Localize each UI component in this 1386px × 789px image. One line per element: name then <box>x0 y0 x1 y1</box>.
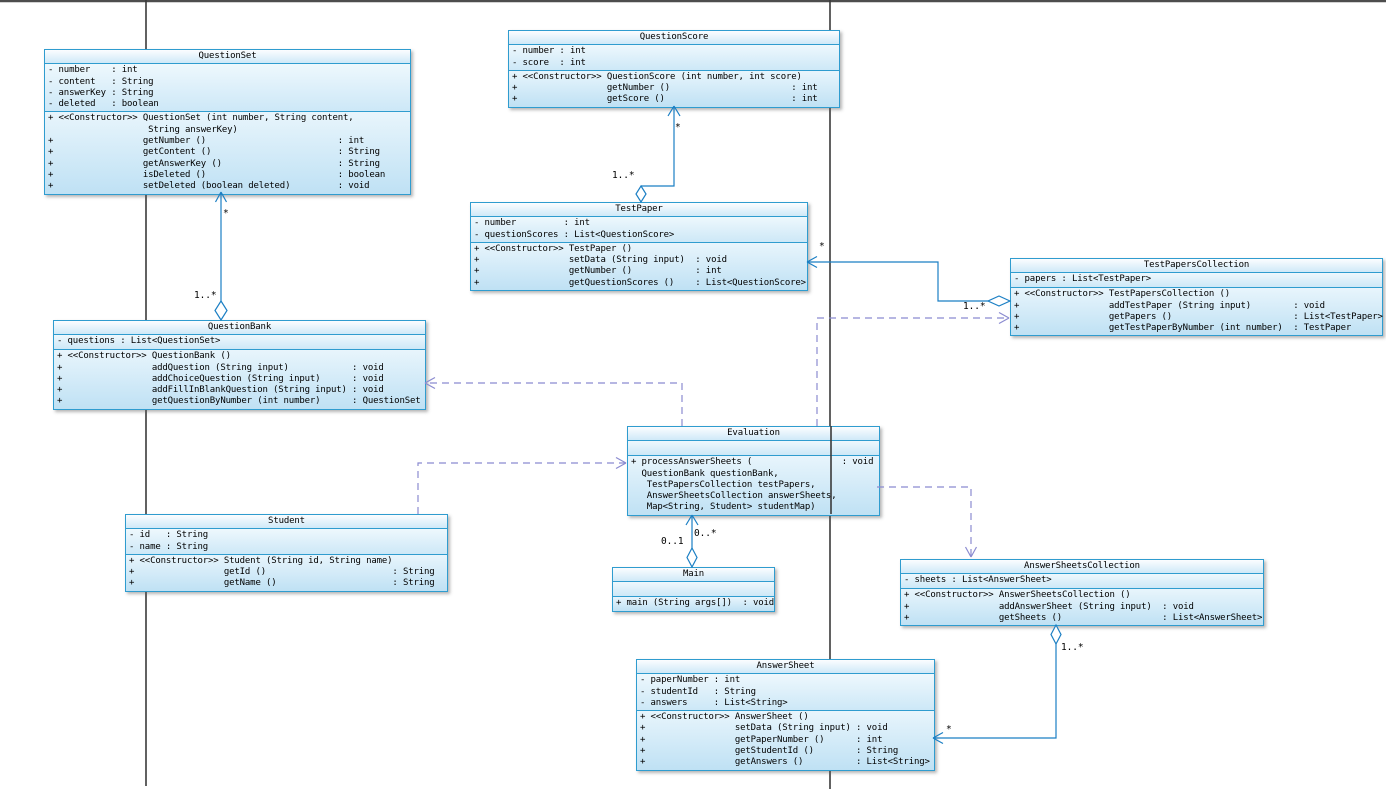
class-attributes: - number : int- score : int <box>509 45 839 71</box>
method-line: + getQuestionByNumber (int number) : Que… <box>57 396 421 407</box>
class-methods: + main (String args[]) : void <box>613 597 775 612</box>
method-line: + getTestPaperByNumber (int number) : Te… <box>1014 323 1352 334</box>
class-name: TestPaper <box>471 203 807 218</box>
class-attributes: - papers : List<TestPaper> <box>1011 273 1382 289</box>
class-attributes: - sheets : List<AnswerSheet> <box>901 574 1263 590</box>
method-line: + <<Constructor>> QuestionSet (int numbe… <box>48 113 354 124</box>
attribute-line: - name : String <box>129 541 209 552</box>
method-line: + <<Constructor>> AnswerSheet () <box>640 712 809 723</box>
method-line: + processAnswerSheets ( : void <box>631 457 874 468</box>
class-QuestionSet[interactable]: QuestionSet - number : int- content : St… <box>44 49 411 195</box>
class-name: Main <box>613 568 774 583</box>
class-QuestionBank[interactable]: QuestionBank - questions : List<Question… <box>53 320 426 410</box>
attribute-line: - id : String <box>129 530 209 541</box>
method-line: + getAnswers () : List<String> <box>640 757 930 768</box>
class-Main[interactable]: Main + main (String args[]) : void <box>612 567 775 613</box>
class-AnswerSheetsCollection[interactable]: AnswerSheetsCollection - sheets : List<A… <box>900 559 1264 627</box>
class-name: AnswerSheet <box>637 660 934 675</box>
class-name: TestPapersCollection <box>1011 259 1382 274</box>
method-line: + main (String args[]) : void <box>616 598 775 609</box>
class-methods: + <<Constructor>> AnswerSheet ()+ setDat… <box>637 711 934 770</box>
method-line: + getNumber () : int <box>512 83 818 94</box>
class-attributes <box>613 582 774 598</box>
class-name: Evaluation <box>628 427 879 442</box>
method-line: + addTestPaper (String input) : void <box>1014 300 1325 311</box>
class-TestPaper[interactable]: TestPaper - number : int- questionScores… <box>470 202 808 292</box>
attribute-line: - score : int <box>512 57 586 68</box>
method-line: + <<Constructor>> TestPaper () <box>474 243 633 254</box>
method-line: Map<String, Student> studentMap) <box>631 502 816 513</box>
class-methods: + <<Constructor>> QuestionScore (int num… <box>509 70 839 107</box>
method-line: + addFillInBlankQuestion (String input) … <box>57 385 384 396</box>
class-attributes: - number : int- questionScores : List<Qu… <box>471 217 807 243</box>
attribute-line: - questions : List<QuestionSet> <box>57 336 221 347</box>
method-line: String answerKey) <box>48 124 238 135</box>
attribute-line: - content : String <box>48 76 154 87</box>
class-attributes: - id : String- name : String <box>126 529 447 555</box>
method-line: + getSheets () : List<AnswerSheet> <box>904 612 1263 623</box>
method-line: + <<Constructor>> Student (String id, St… <box>129 555 393 566</box>
method-line: + getPaperNumber () : int <box>640 734 883 745</box>
class-name: QuestionScore <box>509 31 839 46</box>
attribute-line: - answerKey : String <box>48 87 154 98</box>
class-methods: + <<Constructor>> TestPaper ()+ setData … <box>471 242 807 291</box>
method-line: + <<Constructor>> TestPapersCollection (… <box>1014 289 1231 300</box>
class-name: QuestionBank <box>54 321 425 336</box>
class-methods: + <<Constructor>> QuestionSet (int numbe… <box>45 112 410 194</box>
attribute-line: - sheets : List<AnswerSheet> <box>904 575 1052 586</box>
class-name: Student <box>126 515 447 530</box>
class-attributes <box>628 441 879 457</box>
method-line: + getName () : String <box>129 578 435 589</box>
class-methods: + <<Constructor>> Student (String id, St… <box>126 554 447 591</box>
method-line: + getPapers () : List<TestPaper> <box>1014 311 1383 322</box>
attribute-line: - number : int <box>512 46 586 57</box>
method-line: + <<Constructor>> QuestionScore (int num… <box>512 71 802 82</box>
class-TestPapersCollection[interactable]: TestPapersCollection - papers : List<Tes… <box>1010 258 1383 337</box>
attribute-line: - number : int <box>48 65 138 76</box>
attribute-line: - papers : List<TestPaper> <box>1014 274 1151 285</box>
method-line: + setDeleted (boolean deleted) : void <box>48 181 370 192</box>
method-line: + <<Constructor>> QuestionBank () <box>57 351 231 362</box>
class-attributes: - number : int- content : String- answer… <box>45 64 410 113</box>
method-line: + addQuestion (String input) : void <box>57 362 384 373</box>
class-attributes: - questions : List<QuestionSet> <box>54 335 425 351</box>
class-methods: + processAnswerSheets ( : void QuestionB… <box>628 456 879 515</box>
class-attributes: - paperNumber : int- studentId : String-… <box>637 674 934 712</box>
attribute-line: - questionScores : List<QuestionScore> <box>474 229 675 240</box>
method-line: + getQuestionScores () : List<QuestionSc… <box>474 277 806 288</box>
attribute-line: - number : int <box>474 218 590 229</box>
attribute-line: - deleted : boolean <box>48 99 159 110</box>
method-line: + getNumber () : int <box>474 266 722 277</box>
method-line: TestPapersCollection testPapers, <box>631 479 816 490</box>
method-line: + getScore () : int <box>512 94 818 105</box>
class-QuestionScore[interactable]: QuestionScore - number : int- score : in… <box>508 30 840 108</box>
method-line: + <<Constructor>> AnswerSheetsCollection… <box>904 590 1131 601</box>
method-line: QuestionBank questionBank, <box>631 468 779 479</box>
method-line: + getId () : String <box>129 567 435 578</box>
method-line: AnswerSheetsCollection answerSheets, <box>631 491 837 502</box>
class-name: QuestionSet <box>45 50 410 65</box>
attribute-line: - answers : List<String> <box>640 697 788 708</box>
class-AnswerSheet[interactable]: AnswerSheet - paperNumber : int- student… <box>636 659 935 771</box>
class-methods: + <<Constructor>> AnswerSheetsCollection… <box>901 589 1263 626</box>
attribute-line: - studentId : String <box>640 686 756 697</box>
method-line: + addChoiceQuestion (String input) : voi… <box>57 373 384 384</box>
method-line: + setData (String input) : void <box>640 723 888 734</box>
method-line: + getNumber () : int <box>48 136 365 147</box>
class-methods: + <<Constructor>> QuestionBank ()+ addQu… <box>54 350 425 409</box>
method-line: + getAnswerKey () : String <box>48 158 380 169</box>
class-Evaluation[interactable]: Evaluation + processAnswerSheets ( : voi… <box>627 426 880 516</box>
method-line: + getStudentId () : String <box>640 746 899 757</box>
method-line: + getContent () : String <box>48 147 380 158</box>
class-methods: + <<Constructor>> TestPapersCollection (… <box>1011 288 1383 336</box>
method-line: + isDeleted () : boolean <box>48 169 386 180</box>
class-name: AnswerSheetsCollection <box>901 560 1263 575</box>
method-line: + setData (String input) : void <box>474 255 727 266</box>
attribute-line: - paperNumber : int <box>640 675 741 686</box>
method-line: + addAnswerSheet (String input) : void <box>904 601 1194 612</box>
class-Student[interactable]: Student - id : String- name : String + <… <box>125 514 448 592</box>
